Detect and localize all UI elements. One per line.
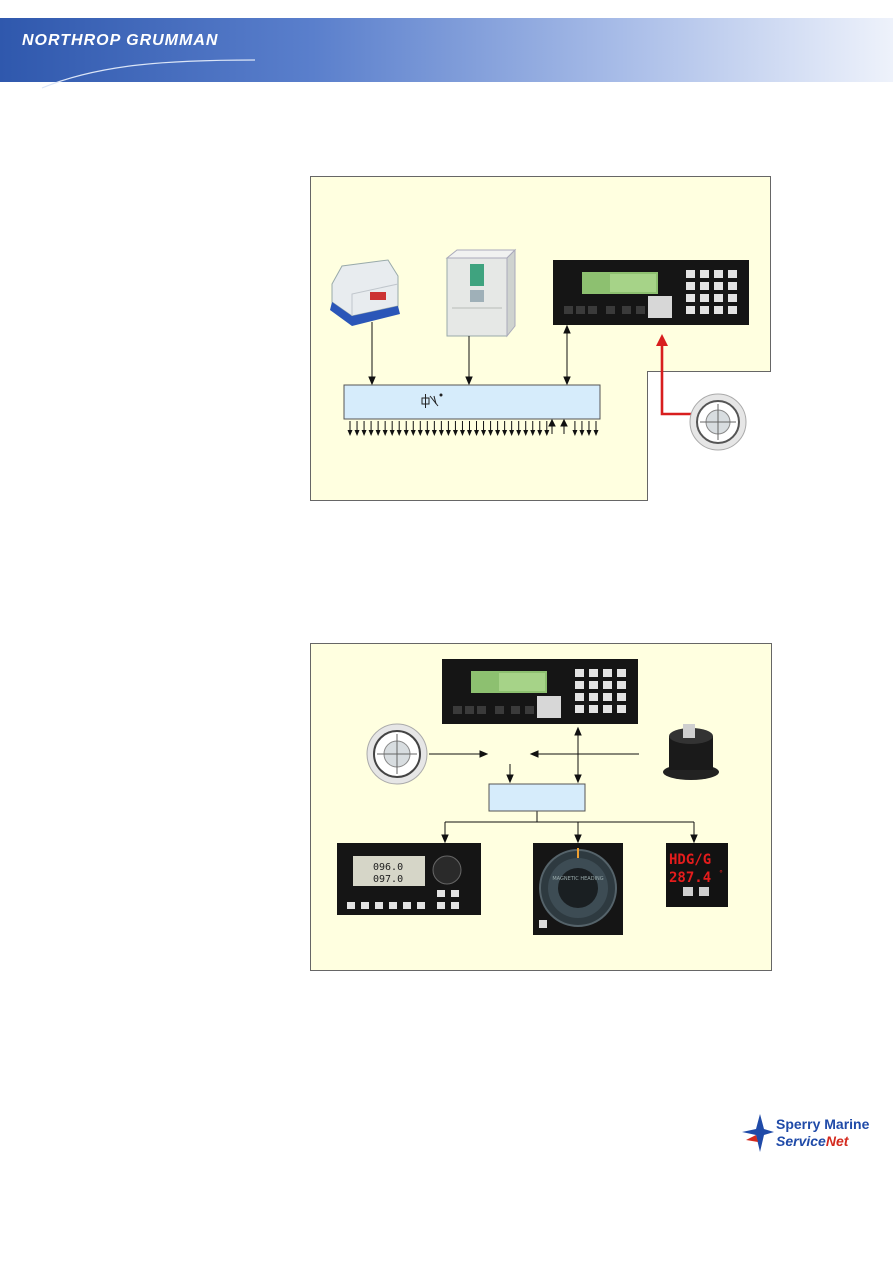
output-arrow-head [495, 430, 501, 436]
output-arrow-head [474, 430, 480, 436]
junction-unit-device [330, 259, 400, 326]
logo-line-2: ServiceNet [776, 1133, 848, 1149]
output-arrow-head [516, 430, 522, 436]
output-arrow-head [368, 430, 374, 436]
red-signal-arrow [656, 334, 695, 416]
output-arrow-head [488, 430, 494, 436]
logo-net-text: Net [825, 1133, 849, 1149]
output-arrow-head [579, 430, 585, 436]
output-arrow-head [452, 430, 458, 436]
logo-line-1: Sperry Marine [776, 1116, 870, 1132]
magnetic-compass-device-2 [366, 723, 428, 785]
output-arrow-head [481, 430, 487, 436]
output-arrow-head [438, 430, 444, 436]
brand-swoosh-icon [41, 59, 256, 89]
diagram-2-canvas: 096.0 097.0 MAGNETIC HEADING HDG/G 287 [337, 659, 728, 935]
analog-heading-repeater-device: MAGNETIC HEADING [533, 843, 623, 935]
output-arrow-head [347, 430, 353, 436]
diagram-1-panel [310, 176, 771, 501]
lcd-value-1: 096.0 [373, 862, 403, 873]
output-arrow-head [502, 430, 508, 436]
distribution-hub [343, 384, 601, 420]
control-display-unit-device-2 [442, 659, 638, 724]
lcd-value-2: 097.0 [373, 874, 403, 885]
distribution-hub-2 [488, 783, 586, 812]
fluxgate-sensor-device [663, 724, 719, 780]
digital-heading-repeater-device: 096.0 097.0 [337, 843, 481, 915]
output-arrow-head [572, 430, 578, 436]
control-cabinet-device [445, 248, 517, 338]
output-arrow-head [509, 430, 515, 436]
magnetic-compass-device [689, 393, 747, 451]
output-arrow-head [382, 430, 388, 436]
output-arrow-head [417, 430, 423, 436]
logo-service-text: Service [776, 1133, 826, 1149]
star-logo-icon [742, 1114, 774, 1152]
diagram-1-canvas [310, 176, 771, 501]
hdg-label: HDG/G [669, 852, 711, 868]
output-arrow-head [445, 430, 451, 436]
output-arrow-head [396, 430, 402, 436]
hdg-unit: ° [719, 869, 723, 878]
diagram-1-output-arrows [347, 421, 599, 436]
diagram-1-connectors [368, 322, 571, 386]
output-arrow-head [410, 430, 416, 436]
hdg-value: 287.4 [669, 870, 711, 886]
output-arrow-head [424, 430, 430, 436]
output-arrow-head [537, 430, 543, 436]
output-arrow-head [403, 430, 409, 436]
red-heading-display-device: HDG/G 287.4 ° [666, 843, 728, 907]
diagram-1-input-arrows [548, 418, 568, 434]
network-symbol-icon [421, 393, 443, 408]
output-arrow-head [586, 430, 592, 436]
output-arrow-head [523, 430, 529, 436]
brand-logo-text: NORTHROP GRUMMAN [22, 32, 219, 49]
output-arrow-head [354, 430, 360, 436]
output-arrow-head [459, 430, 465, 436]
header-banner: NORTHROP GRUMMAN [0, 18, 893, 89]
output-arrow-head [389, 430, 395, 436]
output-arrow-head [466, 430, 472, 436]
sperry-marine-logo: Sperry Marine ServiceNet [742, 1114, 882, 1154]
control-display-unit-device [553, 260, 749, 325]
output-arrow-head [593, 430, 599, 436]
diagram-2-connectors [429, 726, 698, 844]
output-arrow-head [431, 430, 437, 436]
output-arrow-head [544, 430, 550, 436]
diagram-2-panel: 096.0 097.0 MAGNETIC HEADING HDG/G 287 [310, 643, 772, 971]
analog-display-label: MAGNETIC HEADING [552, 876, 603, 882]
output-arrow-head [530, 430, 536, 436]
output-arrow-head [361, 430, 367, 436]
output-arrow-head [375, 430, 381, 436]
